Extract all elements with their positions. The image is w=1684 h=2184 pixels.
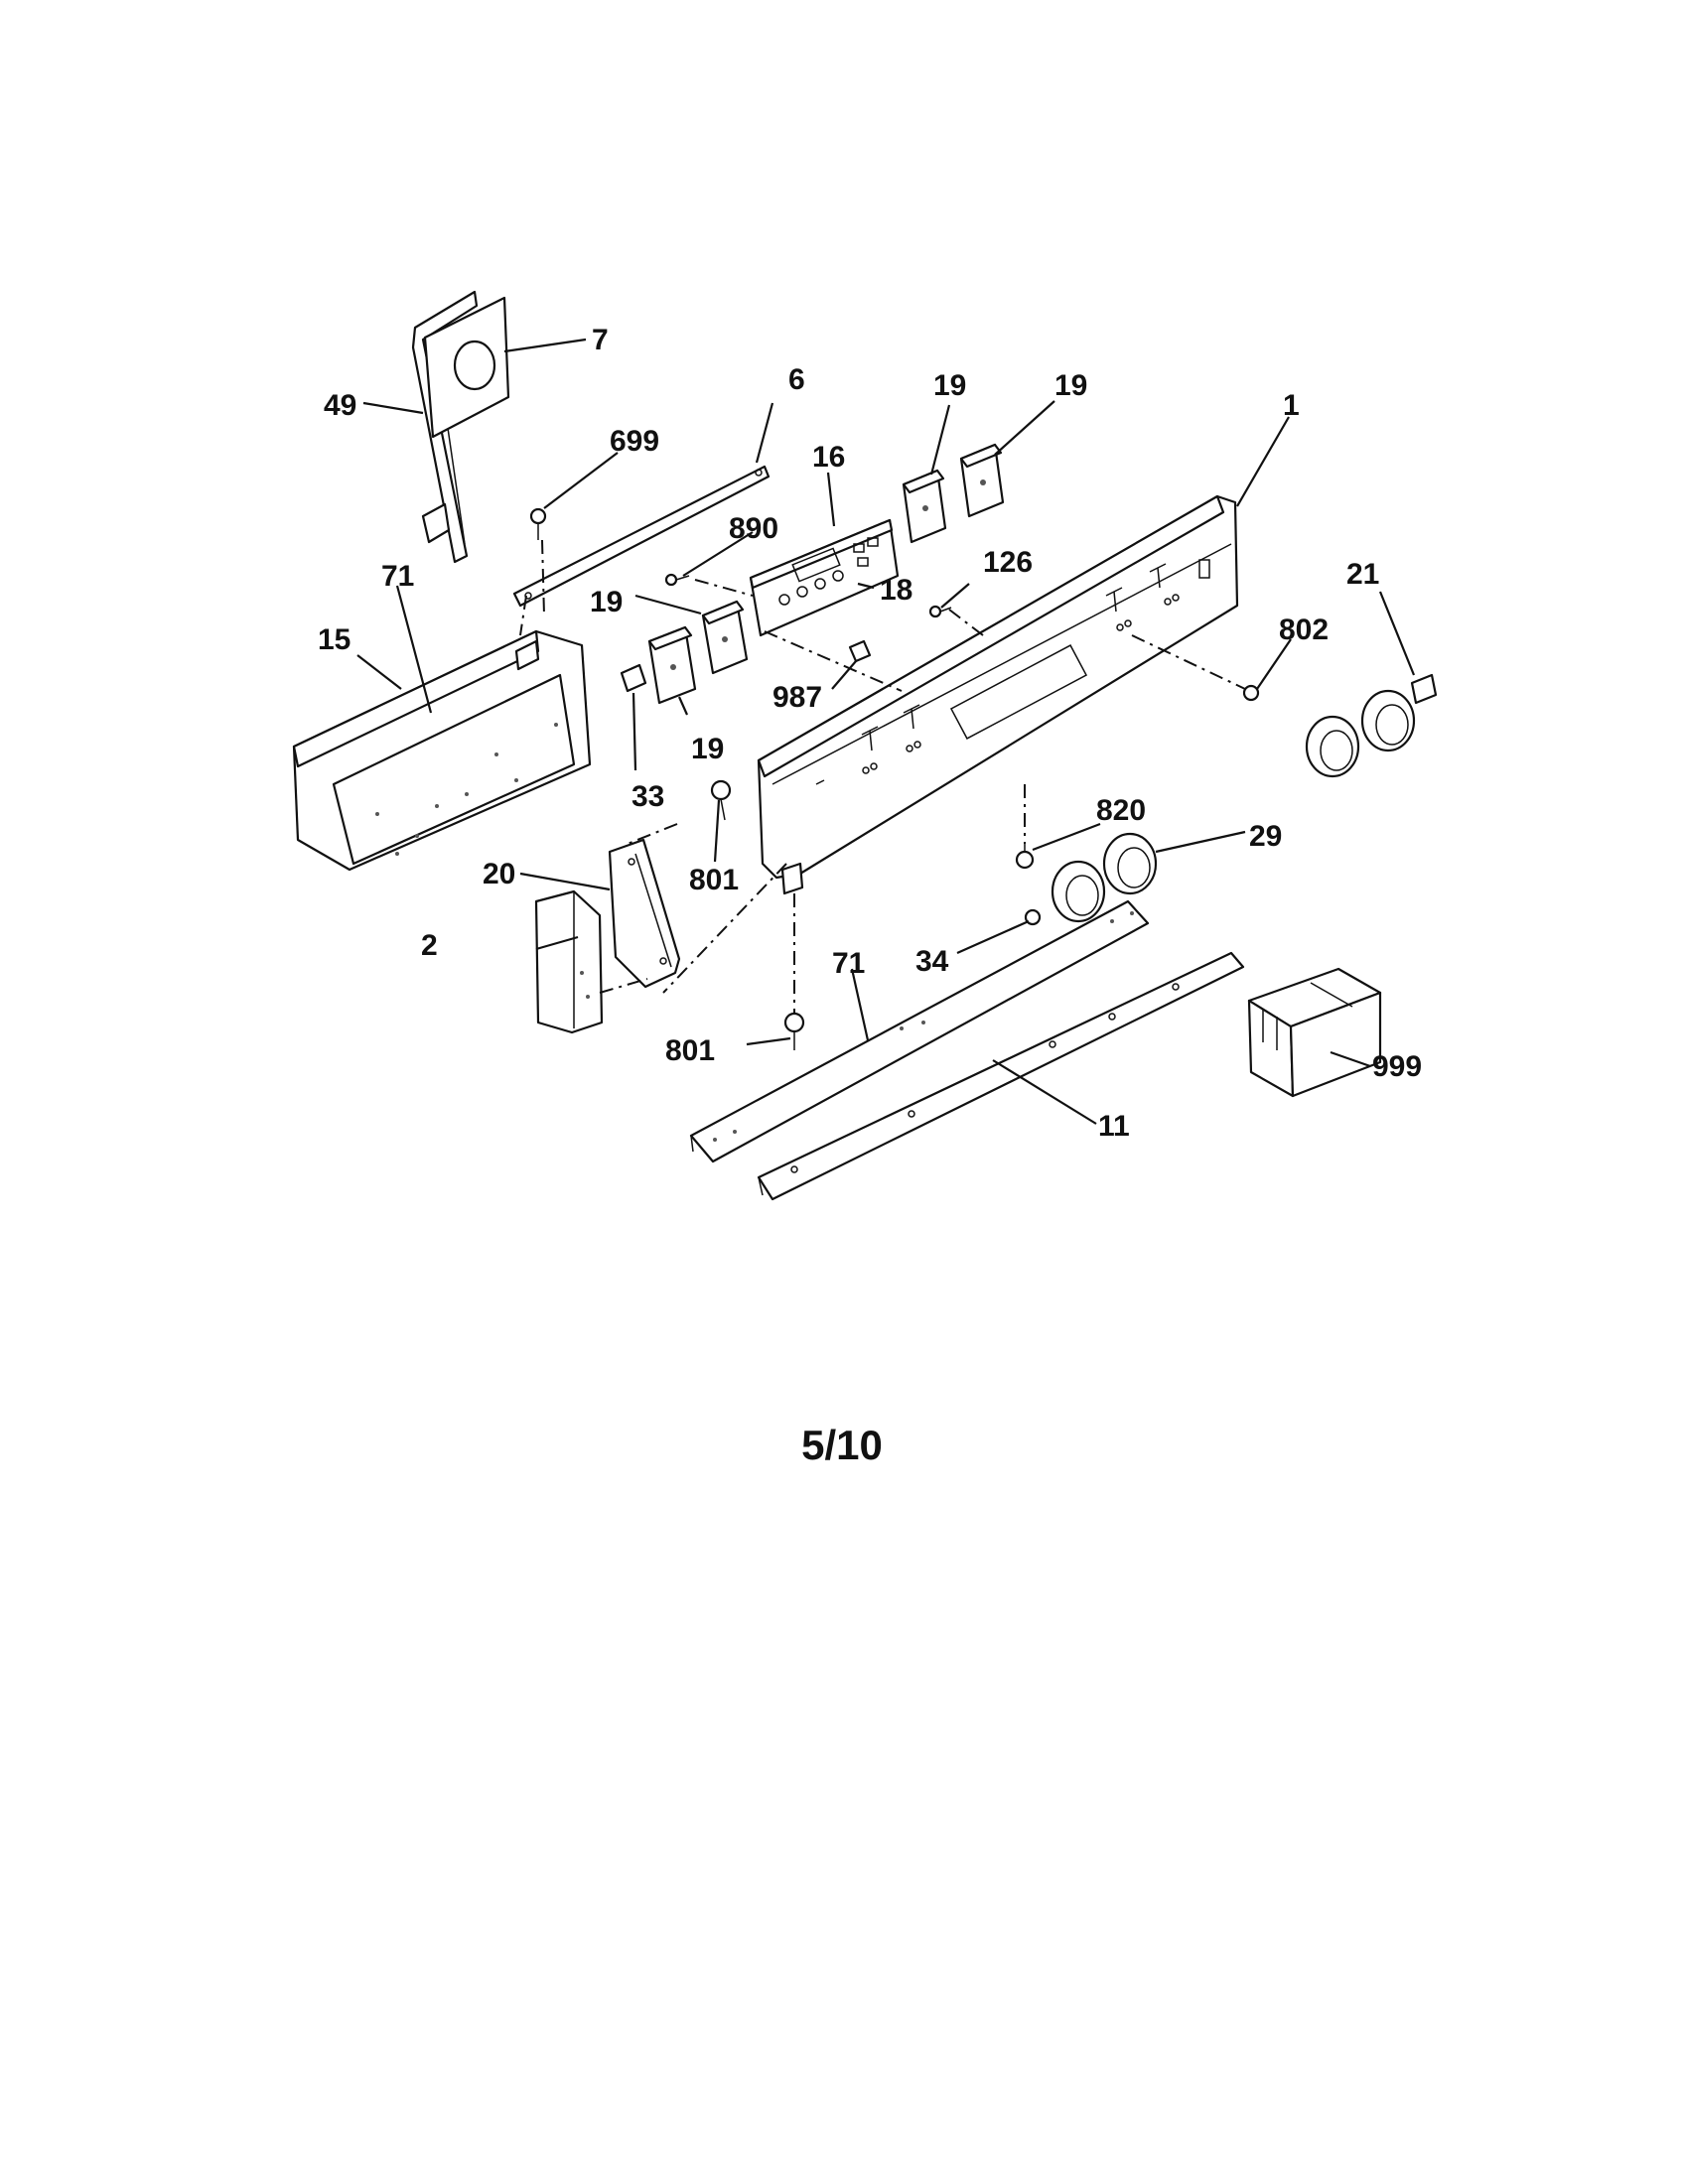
callout-19-d: 19 [691,733,724,765]
callout-33: 33 [632,780,664,813]
part-34-nut [1024,908,1042,926]
callout-802: 802 [1279,614,1329,646]
callout-20: 20 [483,858,515,890]
part-33-clip [620,663,647,693]
callout-21: 21 [1346,558,1379,591]
part-20-side-bracket [608,838,681,989]
part-820-screw [1015,844,1035,870]
part-19-switch-left-back [701,600,749,675]
callout-49: 49 [324,389,356,422]
part-1-control-panel [757,494,1239,895]
part-19-switch-left-front [647,625,697,705]
part-802-screw [1242,684,1260,702]
part-987-clip [848,639,872,663]
callout-19-b: 19 [1054,369,1087,402]
part-801-screw-upper [710,779,732,821]
part-2-end-cap [534,889,604,1034]
part-29-knob-lower-left [1051,860,1106,923]
callout-126: 126 [983,546,1033,579]
part-21-rocker-switch [1410,673,1438,705]
callout-71-a: 71 [381,560,414,593]
callout-34: 34 [915,945,949,978]
assembly-lines [519,539,1246,1013]
callout-29: 29 [1249,820,1282,853]
callout-19-a: 19 [933,369,966,402]
callout-987: 987 [772,681,822,714]
part-16-control-board [749,518,900,637]
part-71-lower-trim [689,899,1150,1163]
part-999-box [1247,967,1382,1098]
callout-801-a: 801 [689,864,739,896]
part-7-plate [423,296,510,439]
part-699-screw [529,507,547,540]
callout-7: 7 [592,324,609,356]
callout-71-b: 71 [832,947,865,980]
part-126-screw [928,605,952,618]
page-number: 5/10 [801,1422,883,1468]
callout-16: 16 [812,441,845,474]
callout-11: 11 [1098,1110,1130,1143]
part-29-knob-upper-right [1360,689,1416,752]
part-19-switch-top-left [902,469,947,544]
callout-6: 6 [788,363,805,396]
part-801-screw-lower [783,1012,805,1050]
part-49-bracket [411,290,479,564]
part-11-kick-strip [757,951,1245,1201]
callout-890: 890 [729,512,778,545]
callout-labels: 1 2 6 7 11 15 16 18 19 19 19 19 20 21 29… [318,324,1422,1143]
callout-999: 999 [1372,1050,1422,1083]
callout-18: 18 [880,574,912,607]
part-29-knob-lower-right [1102,832,1158,895]
callout-19-c: 19 [590,586,623,618]
callout-801-b: 801 [665,1034,715,1067]
callout-15: 15 [318,623,351,656]
leader-lines [356,338,1416,1125]
part-19-switch-top-right [959,443,1005,518]
callout-2: 2 [421,929,438,962]
callout-1: 1 [1283,389,1300,422]
part-29-knob-upper-left [1305,715,1360,778]
part-15-housing [292,629,592,872]
callout-699: 699 [610,425,659,458]
callout-820: 820 [1096,794,1146,827]
part-890-screw [664,573,690,587]
